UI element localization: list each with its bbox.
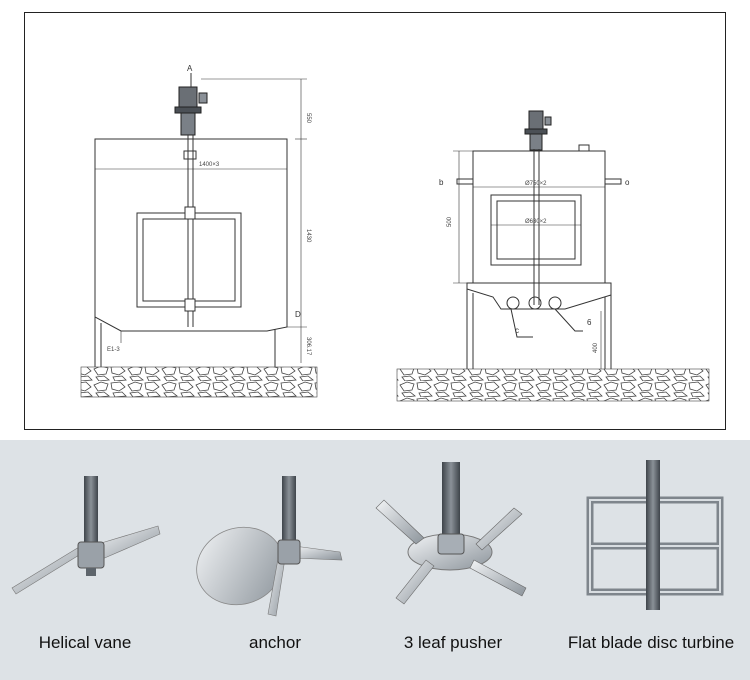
anchor-impeller-icon xyxy=(196,476,343,617)
right-marker-6: 6 xyxy=(587,318,592,327)
right-dim-mid-width: Ø630×2 xyxy=(525,219,547,225)
impeller-photo-strip: Helical vane anchor 3 leaf pusher Flat b… xyxy=(0,440,750,680)
helical-vane-icon xyxy=(11,476,161,595)
left-marker-d: D xyxy=(295,310,301,319)
right-marker-c: c xyxy=(515,326,519,335)
left-leg-label: E1-3 xyxy=(107,347,120,353)
left-motor-icon xyxy=(174,73,208,136)
left-ground-hatch xyxy=(80,366,318,398)
caption-3-leaf-pusher: 3 leaf pusher xyxy=(403,633,503,652)
disc-turbine-icon xyxy=(586,460,724,610)
pusher-impeller-icon xyxy=(375,462,527,605)
left-dim-motor-height: 550 xyxy=(305,113,311,124)
right-motor-icon xyxy=(524,110,552,151)
caption-anchor: anchor xyxy=(249,633,301,652)
right-dim-leg-height: 400 xyxy=(593,342,599,353)
right-dim-height: 500 xyxy=(447,216,453,227)
left-dim-leg-height: 306.17 xyxy=(305,337,311,356)
technical-drawing: A 550 1400×3 1430 D 306.17 E1-3 xyxy=(80,64,710,402)
right-marker-b: b xyxy=(439,178,444,187)
left-dim-tank-width: 1400×3 xyxy=(199,162,220,168)
right-dim-top-width: Ø750×2 xyxy=(525,181,547,187)
right-tank-view xyxy=(453,110,622,371)
right-marker-o: o xyxy=(625,178,630,187)
technical-drawing-panel: A 550 1400×3 1430 D 306.17 E1-3 xyxy=(24,12,726,430)
caption-helical-vane: Helical vane xyxy=(38,633,132,652)
caption-flat-blade-disc-turbine: Flat blade disc turbine xyxy=(567,633,735,652)
left-dim-tank-height: 1430 xyxy=(305,229,311,243)
right-ground-hatch xyxy=(396,368,710,402)
left-tank-view xyxy=(94,73,307,370)
left-marker-a: A xyxy=(187,64,193,73)
